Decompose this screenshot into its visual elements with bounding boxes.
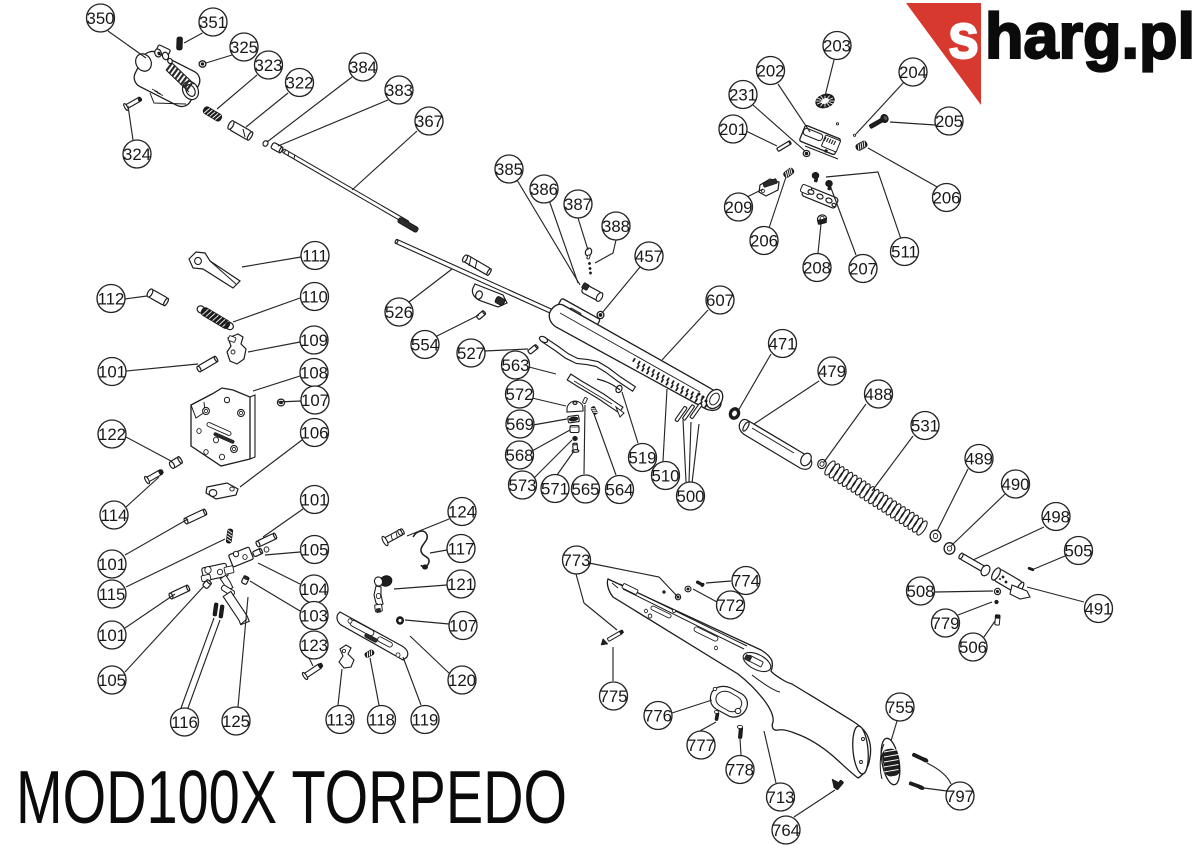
svg-text:569: 569 xyxy=(506,415,534,434)
svg-text:519: 519 xyxy=(629,448,657,467)
svg-text:115: 115 xyxy=(99,585,126,604)
svg-text:325: 325 xyxy=(230,38,258,57)
svg-text:202: 202 xyxy=(757,61,785,80)
svg-text:383: 383 xyxy=(385,81,413,100)
svg-text:713: 713 xyxy=(767,788,795,807)
svg-text:209: 209 xyxy=(725,198,753,217)
svg-text:124: 124 xyxy=(448,502,476,521)
svg-text:572: 572 xyxy=(506,385,534,404)
svg-text:206: 206 xyxy=(933,188,961,207)
svg-text:119: 119 xyxy=(412,710,439,729)
svg-text:527: 527 xyxy=(457,344,485,363)
svg-text:565: 565 xyxy=(572,480,600,499)
svg-text:207: 207 xyxy=(849,259,877,278)
svg-text:112: 112 xyxy=(98,289,125,308)
svg-text:101: 101 xyxy=(98,555,126,574)
svg-text:104: 104 xyxy=(300,580,328,599)
svg-text:776: 776 xyxy=(644,706,672,725)
svg-text:MOD100X TORPEDO: MOD100X TORPEDO xyxy=(16,755,567,839)
svg-text:564: 564 xyxy=(606,480,634,499)
svg-text:117: 117 xyxy=(448,539,475,558)
svg-text:386: 386 xyxy=(530,180,558,199)
svg-text:113: 113 xyxy=(327,710,354,729)
svg-text:103: 103 xyxy=(300,606,328,625)
svg-text:777: 777 xyxy=(687,736,715,755)
svg-text:367: 367 xyxy=(415,112,443,131)
svg-text:568: 568 xyxy=(506,446,534,465)
svg-text:125: 125 xyxy=(222,712,250,731)
svg-text:488: 488 xyxy=(865,385,893,404)
svg-text:118: 118 xyxy=(368,710,395,729)
svg-text:110: 110 xyxy=(301,287,328,306)
svg-text:471: 471 xyxy=(769,334,797,353)
svg-text:779: 779 xyxy=(932,614,960,633)
svg-text:498: 498 xyxy=(1042,507,1070,526)
svg-text:105: 105 xyxy=(98,671,126,690)
svg-text:774: 774 xyxy=(732,571,760,590)
svg-text:387: 387 xyxy=(564,195,592,214)
svg-text:203: 203 xyxy=(823,36,851,55)
svg-text:506: 506 xyxy=(959,638,987,657)
svg-text:121: 121 xyxy=(447,575,475,594)
svg-text:607: 607 xyxy=(706,291,734,310)
svg-text:108: 108 xyxy=(300,363,328,382)
svg-text:114: 114 xyxy=(101,506,128,525)
svg-text:351: 351 xyxy=(199,13,227,32)
svg-text:490: 490 xyxy=(1002,475,1030,494)
svg-text:511: 511 xyxy=(891,242,918,261)
svg-text:120: 120 xyxy=(448,671,476,690)
svg-text:107: 107 xyxy=(301,391,329,410)
svg-text:122: 122 xyxy=(98,425,126,444)
svg-text:323: 323 xyxy=(255,56,283,75)
svg-text:554: 554 xyxy=(411,335,439,354)
svg-text:205: 205 xyxy=(935,112,963,131)
svg-text:350: 350 xyxy=(87,9,115,28)
svg-text:107: 107 xyxy=(449,616,477,635)
svg-text:491: 491 xyxy=(1085,599,1113,618)
svg-text:764: 764 xyxy=(772,821,800,840)
svg-text:123: 123 xyxy=(300,636,328,655)
svg-text:479: 479 xyxy=(818,362,846,381)
svg-text:531: 531 xyxy=(911,416,939,435)
svg-text:206: 206 xyxy=(750,231,778,250)
svg-text:775: 775 xyxy=(600,687,628,706)
svg-text:204: 204 xyxy=(899,63,927,82)
svg-text:778: 778 xyxy=(726,760,754,779)
svg-text:508: 508 xyxy=(907,582,935,601)
svg-text:571: 571 xyxy=(541,479,569,498)
svg-text:500: 500 xyxy=(677,487,705,506)
svg-text:101: 101 xyxy=(98,626,126,645)
svg-text:573: 573 xyxy=(509,476,537,495)
svg-text:385: 385 xyxy=(495,160,523,179)
svg-text:324: 324 xyxy=(123,145,151,164)
svg-text:s: s xyxy=(948,0,979,72)
svg-text:101: 101 xyxy=(301,490,329,509)
svg-text:510: 510 xyxy=(652,466,680,485)
svg-text:106: 106 xyxy=(301,423,329,442)
svg-text:109: 109 xyxy=(300,331,328,350)
svg-text:208: 208 xyxy=(803,258,831,277)
svg-text:755: 755 xyxy=(886,698,914,717)
svg-text:563: 563 xyxy=(502,356,530,375)
svg-text:489: 489 xyxy=(965,449,993,468)
svg-text:116: 116 xyxy=(171,713,198,732)
svg-text:797: 797 xyxy=(946,787,974,806)
svg-text:505: 505 xyxy=(1065,541,1093,560)
svg-text:231: 231 xyxy=(729,85,757,104)
svg-text:384: 384 xyxy=(349,58,377,77)
svg-text:773: 773 xyxy=(563,551,591,570)
svg-text:322: 322 xyxy=(286,73,314,92)
svg-text:105: 105 xyxy=(301,540,329,559)
svg-text:772: 772 xyxy=(717,596,745,615)
svg-text:201: 201 xyxy=(719,120,747,139)
svg-text:526: 526 xyxy=(385,303,413,322)
svg-text:101: 101 xyxy=(98,362,126,381)
svg-text:457: 457 xyxy=(635,247,663,266)
svg-text:388: 388 xyxy=(602,217,630,236)
svg-text:111: 111 xyxy=(302,246,328,265)
svg-text:harg.pl: harg.pl xyxy=(985,0,1195,72)
